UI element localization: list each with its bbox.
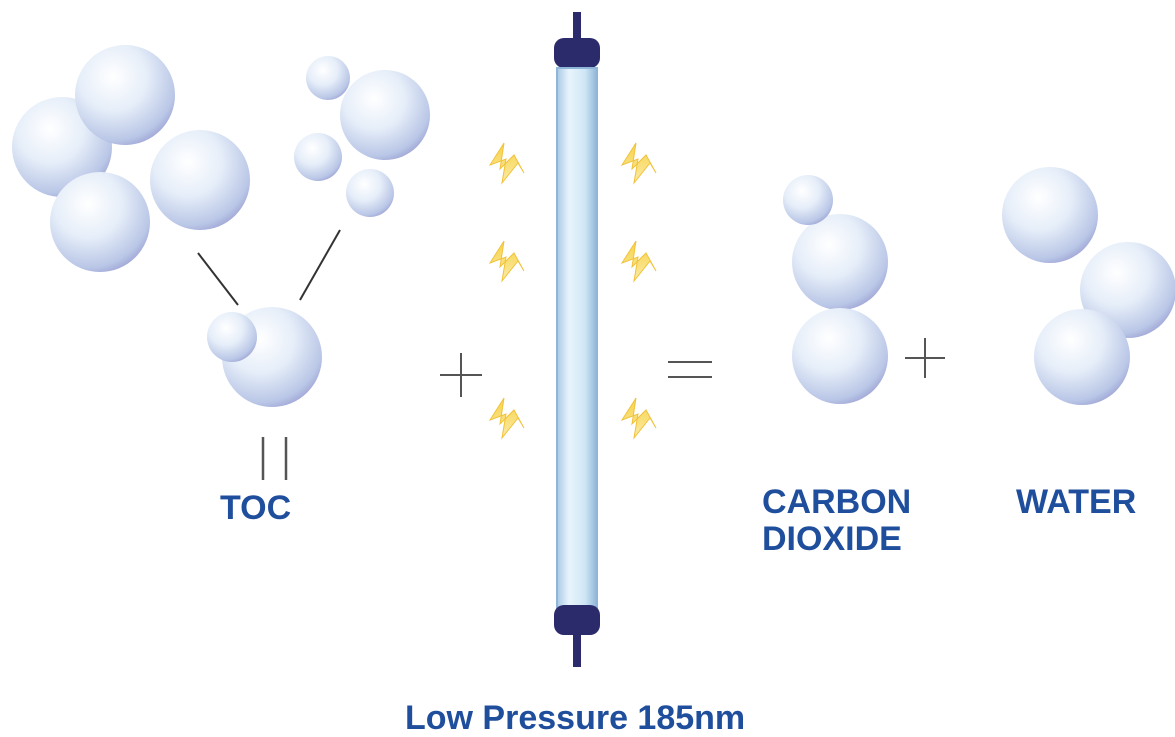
lamp-label: Low Pressure 185nm (405, 699, 746, 737)
molecule-sphere-icon (792, 214, 888, 310)
lightning-spark-icon (621, 397, 657, 439)
molecule-sphere-icon (75, 45, 175, 145)
connector-line (197, 252, 239, 306)
molecule-sphere-icon (207, 312, 257, 362)
water-molecule (1002, 167, 1175, 405)
carbon-dioxide-label-line2: DIOXIDE (762, 520, 902, 559)
molecule-sphere-icon (1080, 242, 1175, 338)
carbon-dioxide-label-line1: CARBON (762, 483, 912, 521)
lightning-spark-icon (489, 397, 525, 439)
carbon-dioxide-label: CARBON DIOXIDE (762, 483, 912, 559)
molecule-sphere-icon (792, 308, 888, 404)
molecule-sphere-icon (1002, 167, 1098, 263)
molecule-sphere-icon (1034, 309, 1130, 405)
toc-molecule-cluster-2 (294, 56, 430, 217)
carbon-dioxide-molecule (783, 175, 888, 404)
molecule-sphere-icon (783, 175, 833, 225)
toc-label: TOC (220, 489, 292, 527)
water-label: WATER (1016, 483, 1137, 521)
molecule-sphere-icon (50, 172, 150, 272)
lightning-spark-icon (489, 240, 525, 282)
molecule-sphere-icon (150, 130, 250, 230)
molecule-sphere-icon (306, 56, 350, 100)
toc-molecule-cluster (12, 45, 250, 272)
plus-symbol-2 (905, 338, 945, 378)
uv-lamp-icon (554, 12, 600, 667)
lightning-spark-icon (621, 142, 657, 184)
lightning-spark-icon (621, 240, 657, 282)
lightning-spark-icon (489, 142, 525, 184)
molecule-sphere-icon (294, 133, 342, 181)
connector-line (299, 229, 341, 301)
plus-symbol (440, 353, 482, 397)
molecule-sphere-icon (340, 70, 430, 160)
toc-molecule (207, 307, 322, 407)
molecule-sphere-icon (346, 169, 394, 217)
identity-symbol (261, 437, 288, 480)
equals-symbol (668, 361, 712, 378)
